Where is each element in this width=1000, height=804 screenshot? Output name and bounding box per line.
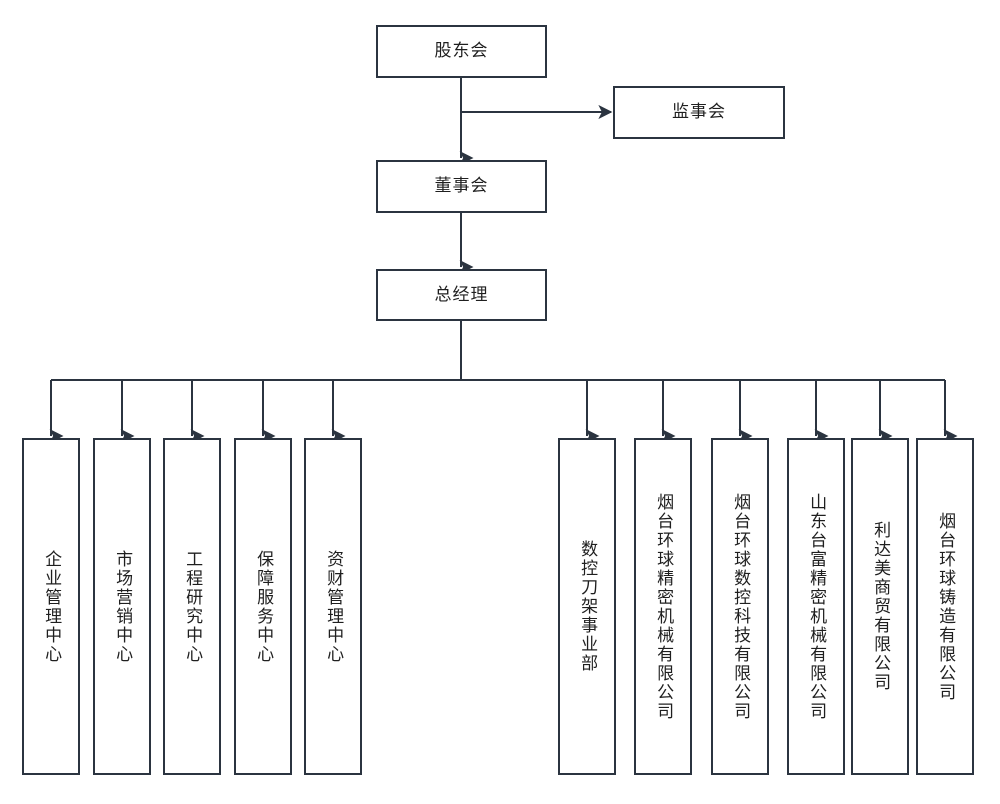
node-enterprise-management-center-label: 企业管理中心	[41, 549, 62, 664]
node-lidamei-trading-label: 利达美商贸有限公司	[870, 521, 891, 692]
node-board-of-directors-label: 董事会	[434, 176, 489, 197]
node-yantai-huanqiu-casting-label: 烟台环球铸造有限公司	[935, 511, 956, 702]
node-general-manager[interactable]: 总经理	[376, 269, 547, 321]
node-cnc-turret-division[interactable]: 数控刀架事业部	[558, 438, 616, 775]
node-yantai-huanqiu-casting[interactable]: 烟台环球铸造有限公司	[916, 438, 974, 775]
node-lidamei-trading[interactable]: 利达美商贸有限公司	[851, 438, 909, 775]
node-yantai-huanqiu-cnc-technology-label: 烟台环球数控科技有限公司	[730, 492, 751, 721]
node-board-of-directors[interactable]: 董事会	[376, 160, 547, 213]
node-board-of-supervisors-label: 监事会	[672, 102, 726, 123]
node-marketing-center[interactable]: 市场营销中心	[93, 438, 151, 775]
node-engineering-research-center-label: 工程研究中心	[182, 549, 203, 664]
node-cnc-turret-division-label: 数控刀架事业部	[577, 540, 598, 673]
node-yantai-huanqiu-precision-machinery[interactable]: 烟台环球精密机械有限公司	[634, 438, 692, 775]
node-shandong-taifu-precision-machinery-label: 山东台富精密机械有限公司	[806, 492, 827, 721]
node-yantai-huanqiu-cnc-technology[interactable]: 烟台环球数控科技有限公司	[711, 438, 769, 775]
node-finance-management-center-label: 资财管理中心	[323, 549, 344, 664]
node-shareholders-meeting[interactable]: 股东会	[376, 25, 547, 78]
node-shandong-taifu-precision-machinery[interactable]: 山东台富精密机械有限公司	[787, 438, 845, 775]
node-finance-management-center[interactable]: 资财管理中心	[304, 438, 362, 775]
node-engineering-research-center[interactable]: 工程研究中心	[163, 438, 221, 775]
node-yantai-huanqiu-precision-machinery-label: 烟台环球精密机械有限公司	[653, 492, 674, 721]
node-shareholders-meeting-label: 股东会	[434, 41, 489, 62]
node-general-manager-label: 总经理	[434, 284, 489, 305]
node-marketing-center-label: 市场营销中心	[112, 549, 133, 664]
node-board-of-supervisors[interactable]: 监事会	[613, 86, 785, 139]
node-support-service-center-label: 保障服务中心	[253, 549, 274, 664]
node-support-service-center[interactable]: 保障服务中心	[234, 438, 292, 775]
node-enterprise-management-center[interactable]: 企业管理中心	[22, 438, 80, 775]
